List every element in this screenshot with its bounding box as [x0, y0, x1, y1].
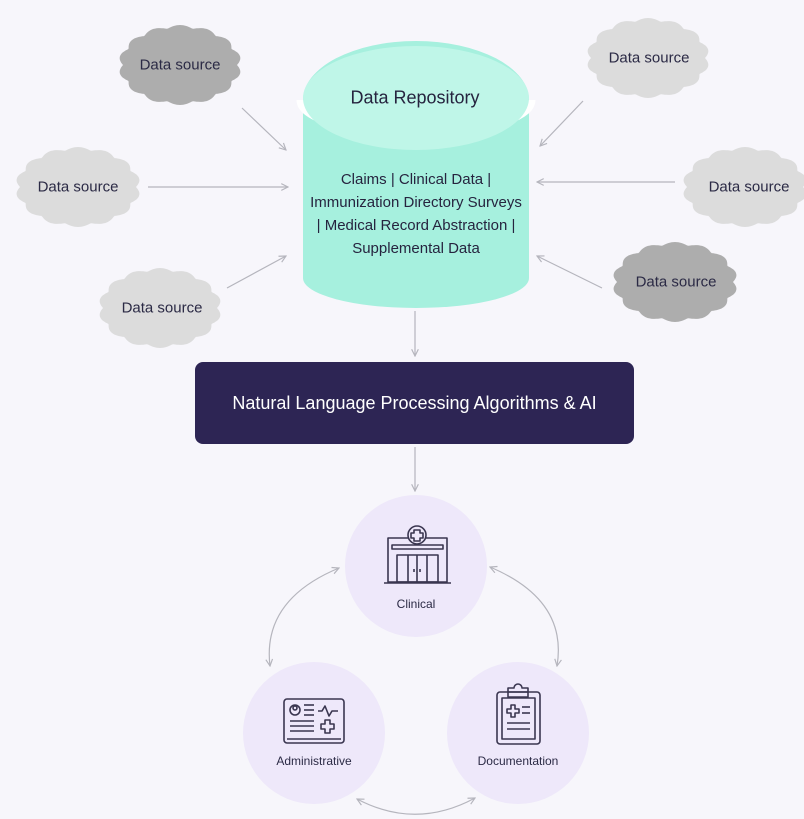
- clinical-label: Clinical: [396, 597, 436, 611]
- documentation-circle: [447, 662, 589, 804]
- arrow-top-right-to-repository: [540, 100, 584, 146]
- repository-title: Data Repository: [350, 87, 480, 108]
- data-source-label-middle-right: Data source: [708, 178, 790, 196]
- data-source-label-top-right: Data source: [608, 49, 690, 67]
- data-source-cloud-middle-left: [16, 147, 140, 227]
- repository-contents: Claims | Clinical Data | Immunization Di…: [310, 171, 522, 257]
- nlp-processor-box: Natural Language Processing Algorithms &…: [195, 362, 634, 444]
- administrative-label: Administrative: [276, 754, 352, 768]
- hospital-icon: [384, 525, 451, 584]
- id-card-icon: [283, 698, 345, 744]
- data-repository-cylinder: [296, 41, 536, 308]
- administrative-circle: [243, 662, 385, 804]
- data-source-label-top-left: Data source: [139, 56, 221, 74]
- data-source-cloud-bottom-right: [613, 242, 737, 322]
- data-source-label-bottom-left: Data source: [121, 299, 203, 317]
- data-source-cloud-top-right: [587, 18, 709, 98]
- data-source-label-middle-left: Data source: [37, 178, 119, 196]
- arrow-bottom-right-to-repository: [537, 256, 603, 289]
- data-source-label-bottom-right: Data source: [635, 273, 717, 291]
- arrow-administrative-documentation: [357, 798, 475, 815]
- data-source-cloud-bottom-left: [99, 268, 221, 348]
- arrow-clinical-administrative: [269, 568, 339, 666]
- arrow-top-left-to-repository: [241, 107, 286, 150]
- data-source-cloud-top-left: [119, 25, 241, 105]
- clinical-circle: [345, 495, 487, 637]
- data-source-cloud-middle-right: [683, 147, 804, 227]
- clipboard-icon: [496, 683, 541, 745]
- documentation-label: Documentation: [477, 754, 559, 768]
- nlp-processor-label: Natural Language Processing Algorithms &…: [232, 392, 597, 413]
- arrow-clinical-documentation: [490, 567, 558, 666]
- arrow-bottom-left-to-repository: [226, 256, 286, 289]
